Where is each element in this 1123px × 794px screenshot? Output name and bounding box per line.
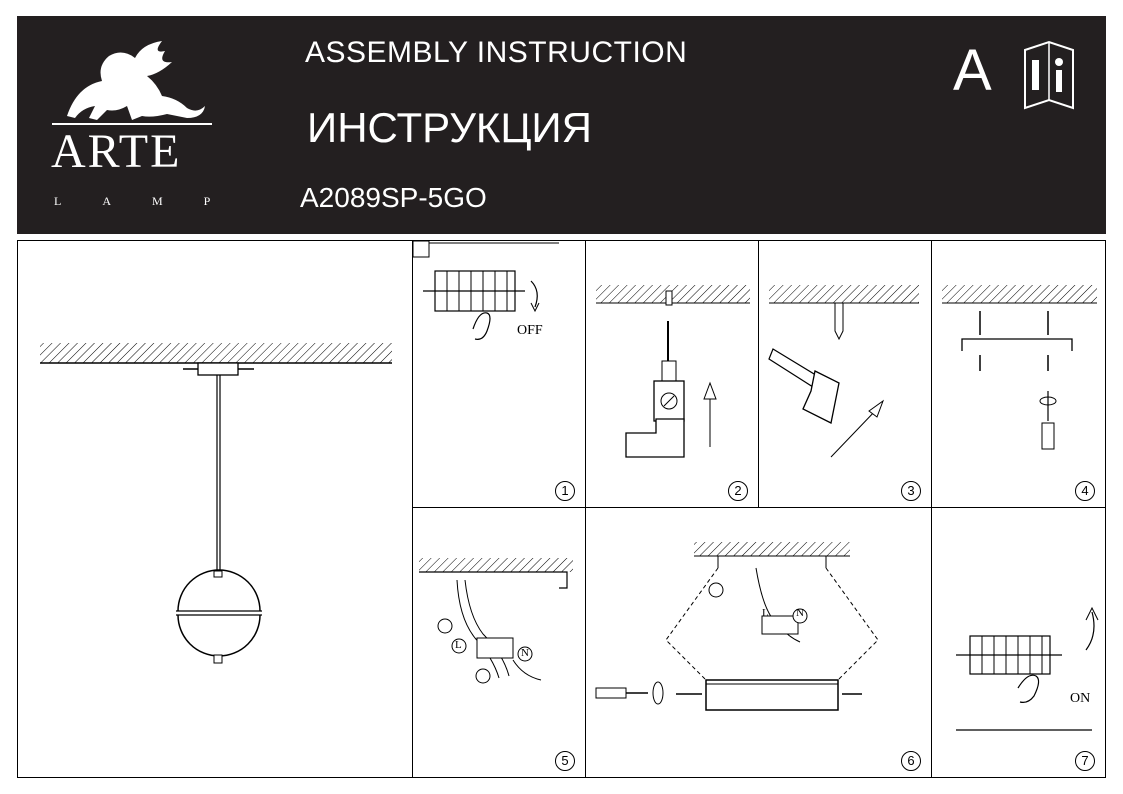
manual-info-icon [1024, 40, 1074, 110]
header-banner: ARTE LAMP ASSEMBLY INSTRUCTION ИНСТРУКЦИ… [17, 16, 1106, 234]
step-number-7: 7 [1075, 751, 1095, 771]
off-label: OFF [517, 323, 543, 338]
step-5-panel: L N 5 [412, 507, 586, 778]
product-drawing-panel [17, 240, 413, 778]
step-number-4: 4 [1075, 481, 1095, 501]
brand-subtitle: LAMP [54, 194, 252, 208]
hammer-dowel-drawing [768, 285, 919, 458]
title-russian: ИНСТРУКЦИЯ [307, 104, 592, 151]
step-number-2: 2 [728, 481, 748, 501]
title-english: ASSEMBLY INSTRUCTION [305, 36, 688, 69]
wire-label-live: L [455, 639, 462, 651]
brand-name: ARTE [51, 125, 182, 178]
document-letter: A [953, 38, 992, 103]
wiring-drawing [419, 558, 573, 684]
step-number-6: 6 [901, 751, 921, 771]
step-4-panel: 4 [931, 240, 1106, 508]
step-number-3: 3 [901, 481, 921, 501]
breaker-off-drawing [413, 241, 559, 340]
pendant-lamp-drawing [40, 343, 392, 664]
step-number-5: 5 [555, 751, 575, 771]
wire-label-live-6: L [762, 607, 769, 619]
on-label: ON [1070, 691, 1091, 706]
arte-lamp-logo: ARTE LAMP [47, 36, 217, 216]
step-7-panel: ON 7 [931, 507, 1106, 778]
wire-label-neutral: N [521, 647, 529, 659]
winged-lion-icon [52, 41, 212, 125]
step-1-panel: OFF 1 [412, 240, 586, 508]
step-6-panel: L N 6 [585, 507, 932, 778]
wire-label-neutral-6: N [796, 607, 804, 619]
step-3-panel: 3 [758, 240, 932, 508]
ceiling-bracket-drawing [596, 285, 750, 458]
step-number-1: 1 [555, 481, 575, 501]
fixture-attach-drawing [595, 542, 879, 711]
model-number: A2089SP-5GO [300, 182, 487, 213]
mounting-plate-drawing [942, 285, 1097, 450]
step-2-panel: 2 [585, 240, 759, 508]
breaker-on-drawing [956, 606, 1099, 731]
